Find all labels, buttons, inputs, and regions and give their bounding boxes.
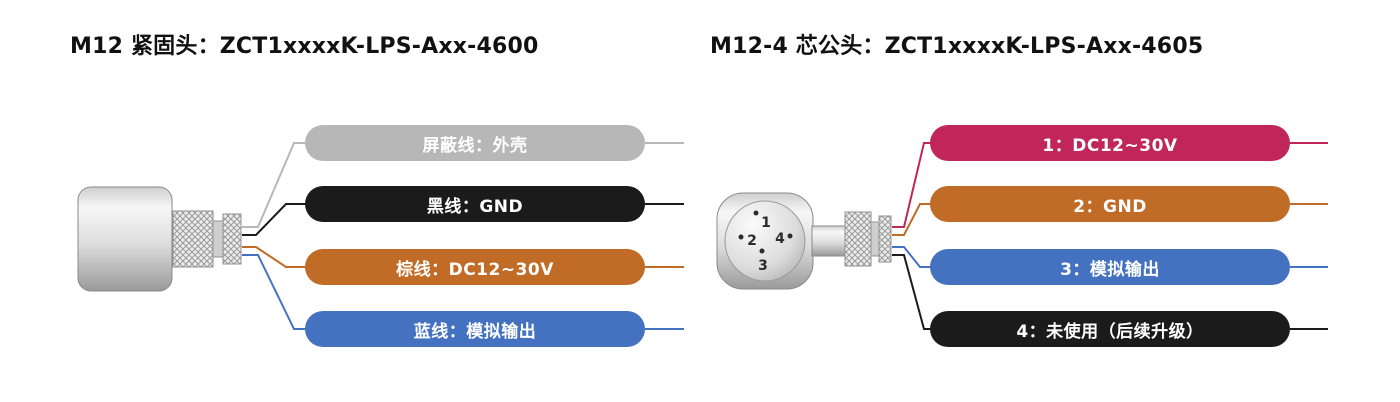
wire-pill-brown: 棕线：DC12~30V: [305, 249, 645, 285]
wire-pill-black: 黑线：GND: [305, 186, 645, 222]
wire-pill-pin1: 1：DC12~30V: [930, 125, 1290, 161]
cable-braid: [844, 211, 872, 267]
cable-braid: [222, 213, 242, 265]
m12-4pin-male-connector: 1 2 4 3: [716, 192, 892, 290]
pin-number-2: 2: [747, 233, 757, 249]
wire-pill-pin4: 4：未使用（后续升级）: [930, 311, 1290, 347]
wire-pill-pin2: 2：GND: [930, 186, 1290, 222]
pin-number-4: 4: [775, 231, 785, 247]
wire-line-pin3: [892, 246, 932, 268]
wire-line-pin2: [892, 203, 932, 236]
m12-barrel-connector: [77, 186, 242, 292]
cable-braid: [172, 210, 214, 268]
pin-dot-1: [753, 210, 759, 216]
right-panel-title: M12-4 芯公头：ZCT1xxxxK-LPS-Axx-4605: [710, 34, 1204, 59]
cable-braid: [878, 215, 892, 263]
pin-dot-3: [759, 248, 765, 254]
pin-number-3: 3: [758, 258, 768, 274]
wire-line-pin4: [892, 254, 932, 330]
wire-pill-pin3: 3：模拟输出: [930, 249, 1290, 285]
pin-dot-2: [738, 234, 744, 240]
wire-line-brown: [242, 246, 307, 268]
connector-face: [724, 200, 806, 282]
left-panel-title: M12 紧固头：ZCT1xxxxK-LPS-Axx-4600: [70, 34, 539, 59]
wire-pill-shield: 屏蔽线：外壳: [305, 125, 645, 161]
pin-dot-4: [787, 233, 793, 239]
wire-pill-blue: 蓝线：模拟输出: [305, 311, 645, 347]
wire-line-pin1: [892, 142, 932, 228]
wire-line-shield: [242, 142, 307, 228]
wire-line-blue: [242, 254, 307, 330]
wire-line-black: [242, 203, 307, 236]
pin-number-1: 1: [761, 215, 771, 231]
